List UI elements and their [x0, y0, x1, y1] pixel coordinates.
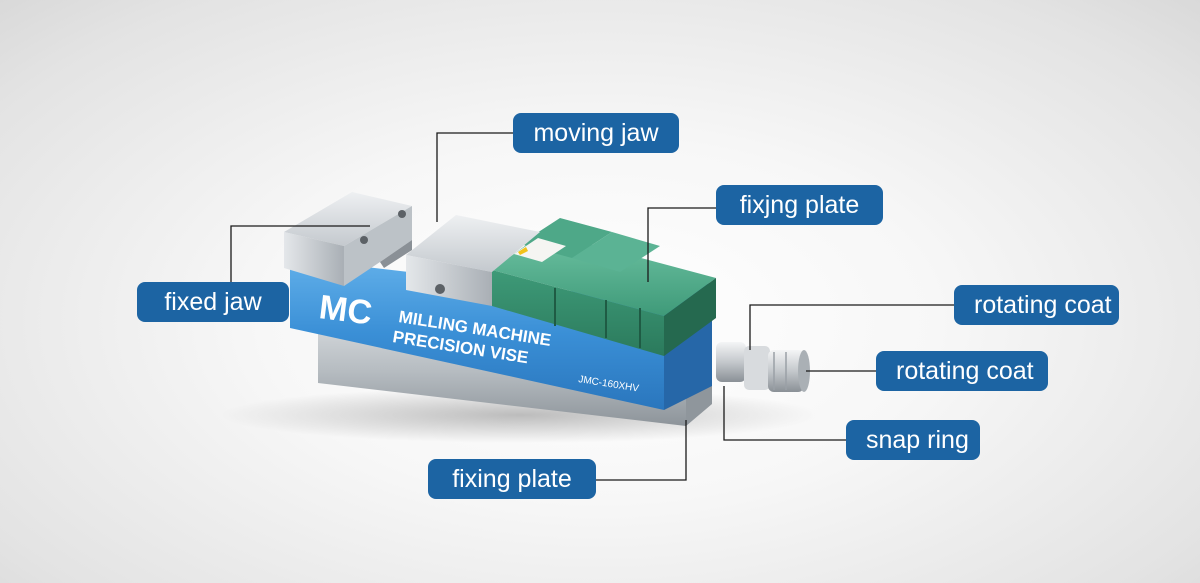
callout-snap-ring: snap ring: [846, 420, 980, 460]
leader-moving-jaw: [436, 132, 513, 222]
leader-lines: [230, 132, 954, 481]
screw-assembly: [716, 342, 810, 392]
callout-fixing-plate: fixing plate: [428, 459, 596, 499]
callout-fixed-jaw: fixed jaw: [137, 282, 289, 322]
callout-fixjng-plate: fixjng plate: [716, 185, 883, 225]
leader-fixed-jaw: [230, 225, 370, 282]
green-cover: [492, 218, 716, 356]
callout-rotating-coat-2: rotating coat: [876, 351, 1048, 391]
leader-fixing-plate: [596, 420, 687, 481]
brand-mark: MC: [317, 288, 374, 332]
leader-fixjng-plate: [647, 207, 716, 282]
moving-jaw-block: [406, 215, 540, 306]
callout-rotating-coat-1: rotating coat: [954, 285, 1119, 325]
callout-moving-jaw: moving jaw: [513, 113, 679, 153]
leader-snap-ring: [723, 386, 846, 441]
fixed-jaw-block: [284, 192, 412, 286]
leader-rotating-coat-1: [749, 304, 954, 350]
